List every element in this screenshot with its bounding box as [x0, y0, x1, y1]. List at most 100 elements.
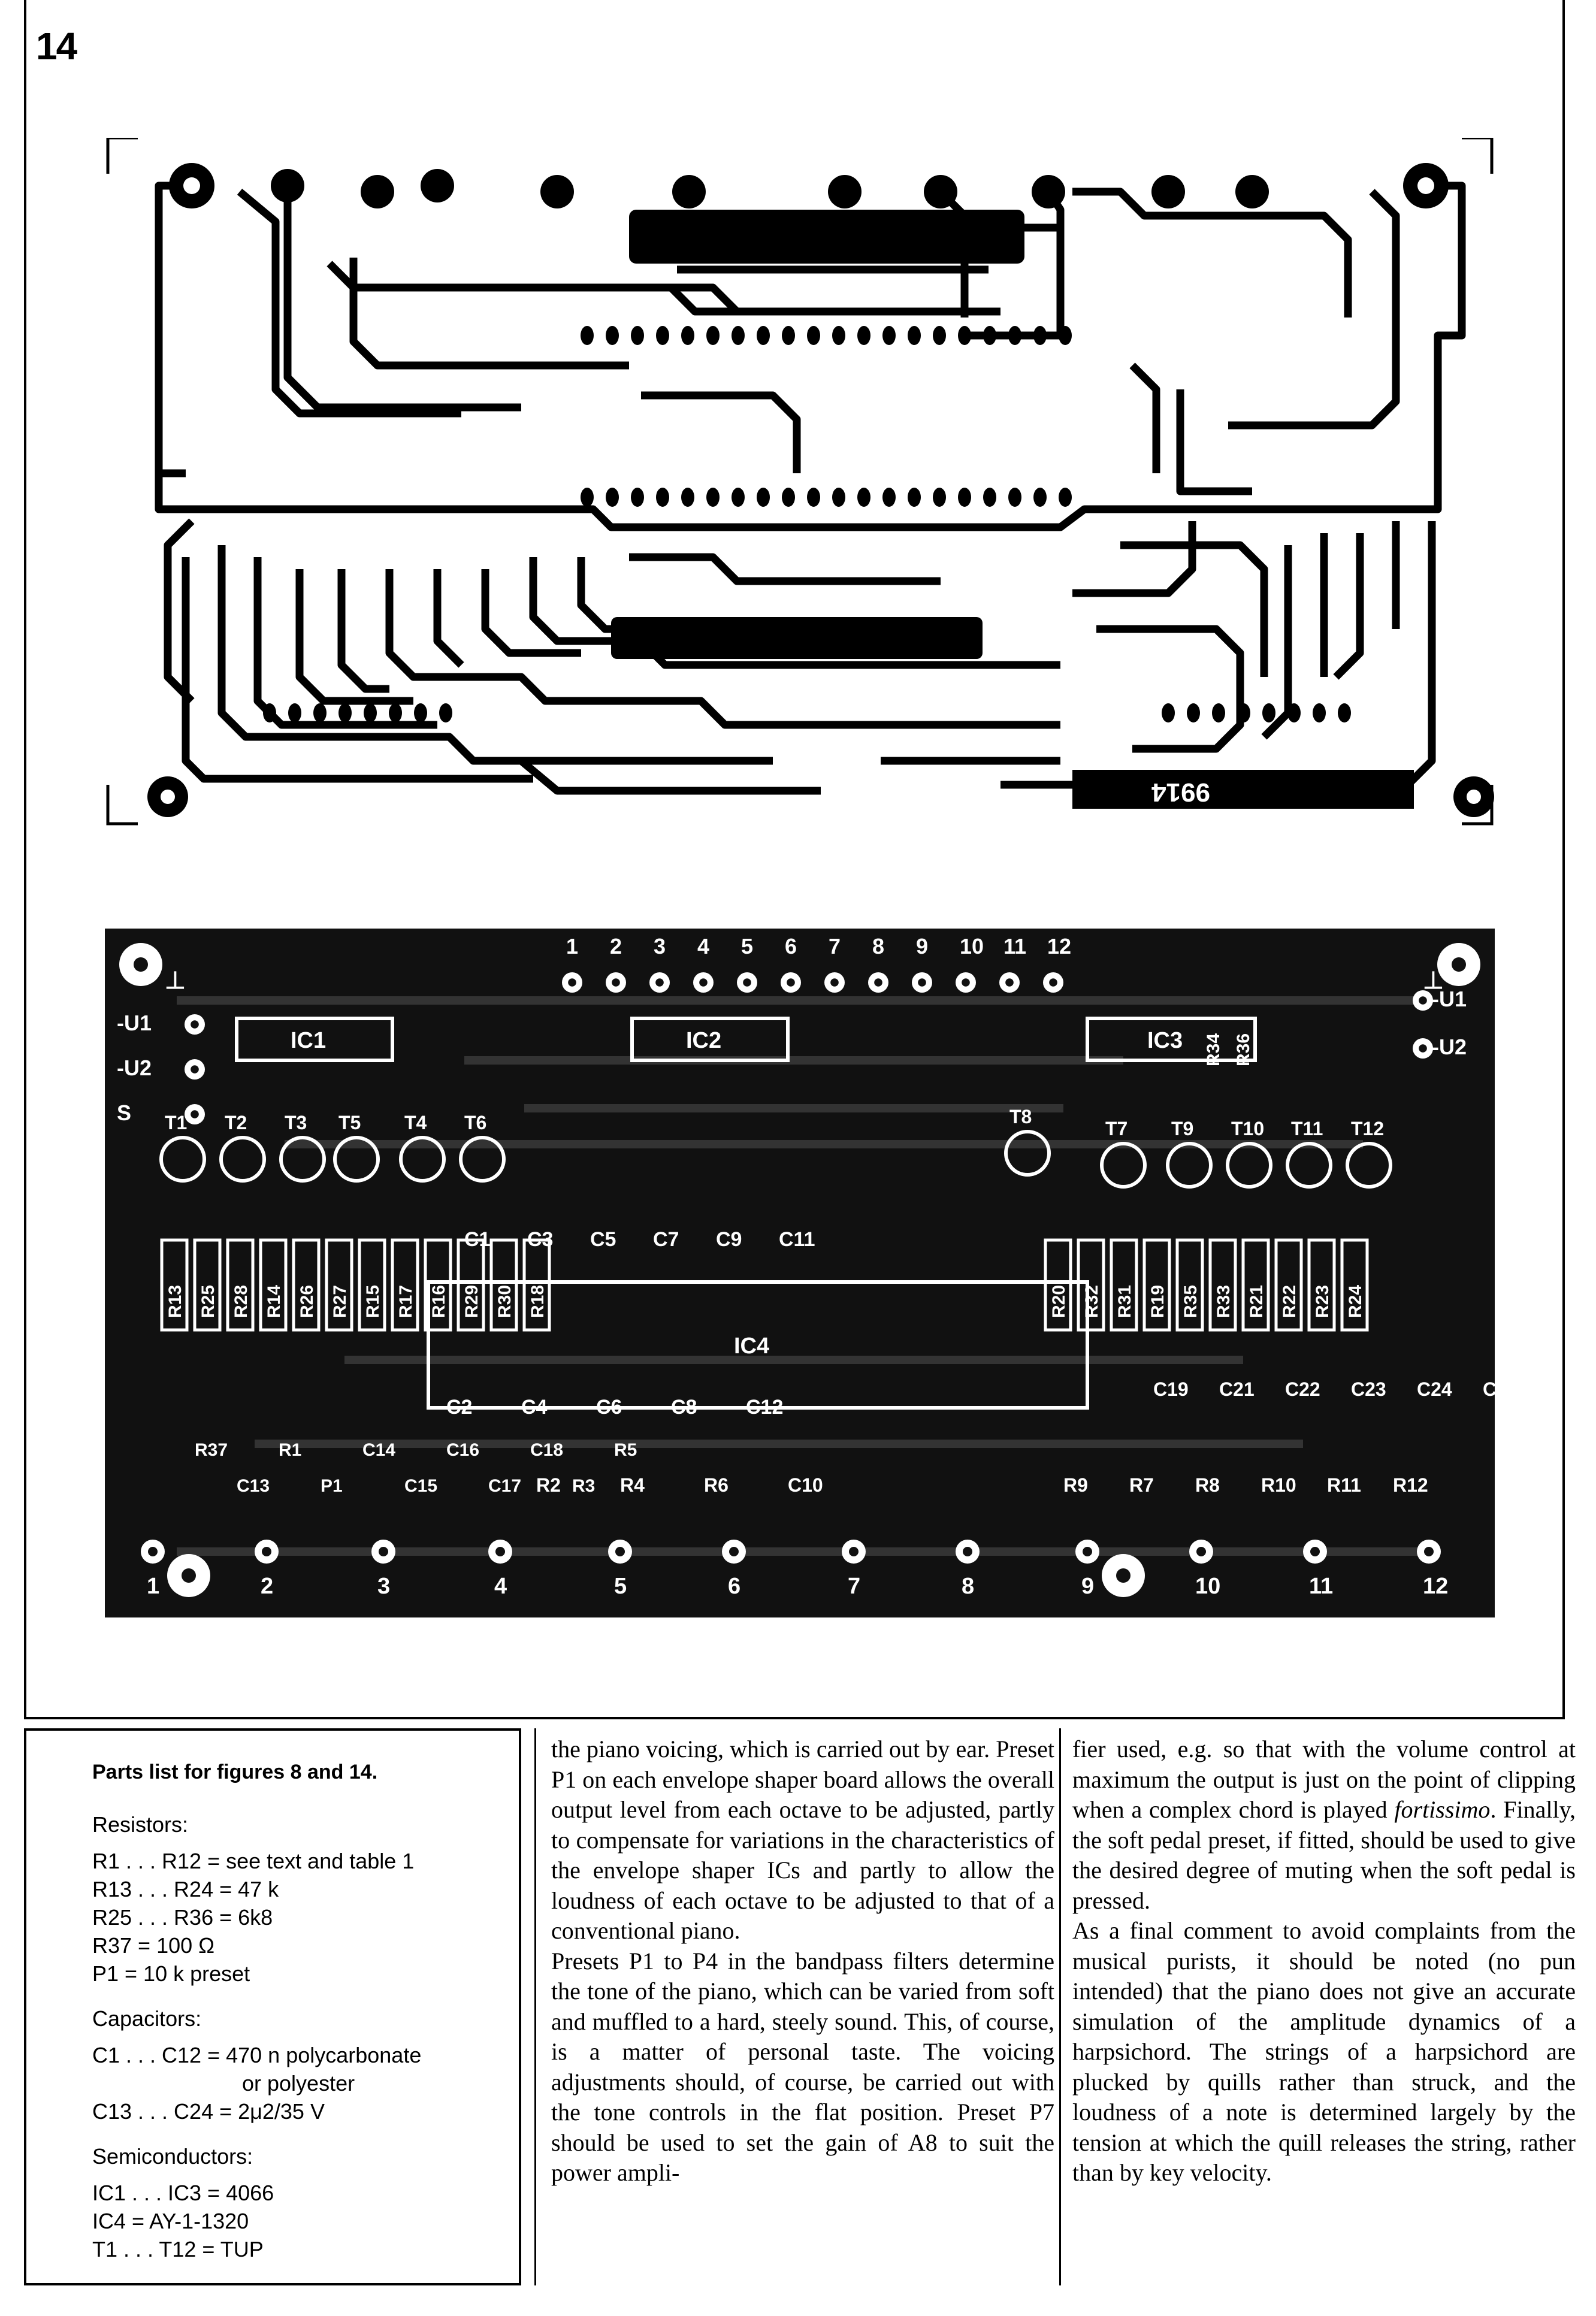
capacitor-label: C20	[1483, 1378, 1495, 1400]
resistor-outline	[1142, 1238, 1171, 1332]
pad-hole	[962, 978, 970, 987]
component-label: C17	[488, 1476, 521, 1496]
ic-label: IC1	[291, 1028, 326, 1053]
component-label: R2	[536, 1474, 561, 1496]
body-column-3: fier used, e.g. so that with the volume …	[1072, 1734, 1576, 2188]
pad-hole	[830, 978, 839, 987]
resistor-label: R23	[1313, 1285, 1332, 1318]
transistor-outline	[399, 1136, 446, 1183]
ic-label: IC2	[686, 1028, 721, 1053]
pad-hole	[655, 978, 664, 987]
pad-hole	[615, 1547, 625, 1556]
resistor-outline	[325, 1238, 353, 1332]
pad-hole	[1049, 978, 1057, 987]
resistor-outline	[193, 1238, 222, 1332]
transistor-label: T12	[1351, 1118, 1384, 1139]
pad-hole	[1196, 1547, 1206, 1556]
top-connector-label: 2	[610, 934, 622, 959]
resistor-label: R22	[1280, 1285, 1299, 1318]
component-label: C13	[237, 1476, 270, 1496]
resistor-label: R31	[1115, 1285, 1135, 1318]
capacitor-label: C21	[1219, 1378, 1255, 1400]
capacitor-list: C1 . . . C12 = 470 n polycarbonate or po…	[92, 2041, 519, 2125]
parts-list-title: Parts list for figures 8 and 14.	[92, 1761, 378, 1783]
pad-hole	[729, 1547, 739, 1556]
paragraph: As a final comment to avoid complaints f…	[1072, 1917, 1576, 2186]
figure-frame	[24, 0, 1565, 1719]
capacitor-item: or polyester	[242, 2071, 355, 2096]
capacitor-item: C13 . . . C24 = 2μ2/35 V	[92, 2099, 325, 2124]
resistor-label: R33	[1214, 1285, 1234, 1318]
pad-hole	[191, 1065, 199, 1074]
capacitor-item: C1 . . . C12 = 470 n polycarbonate	[92, 2043, 422, 2067]
ic-outline	[630, 1017, 790, 1062]
component-label: R6	[704, 1474, 729, 1496]
component-label: R7	[1129, 1474, 1154, 1496]
paragraph: Presets P1 to P4 in the bandpass filters…	[551, 1947, 1054, 2187]
resistor-item: P1 = 10 k preset	[92, 1961, 250, 1986]
top-connector-label: 5	[741, 934, 753, 959]
resistor-outline	[1274, 1238, 1303, 1332]
capacitor-label: C22	[1285, 1378, 1320, 1400]
transistor-outline	[1166, 1142, 1213, 1189]
component-label: R4	[620, 1474, 645, 1496]
component-label: R37	[195, 1440, 228, 1460]
resistor-outline	[1175, 1238, 1204, 1332]
pad-hole	[743, 978, 751, 987]
pad-hole	[699, 978, 708, 987]
column-divider	[1059, 1728, 1061, 2285]
transistor-outline	[459, 1136, 506, 1183]
capacitor-label: C4	[521, 1396, 548, 1419]
capacitor-label: C11	[779, 1228, 815, 1251]
ground-label: ⊥	[165, 967, 186, 994]
component-label: R1	[279, 1440, 301, 1460]
top-connector-label: 1	[566, 934, 578, 959]
resistor-item: R1 . . . R12 = see text and table 1	[92, 1849, 415, 1873]
bottom-connector-label: 10	[1195, 1574, 1220, 1599]
ic-label: IC3	[1147, 1028, 1183, 1053]
parts-list-box: Parts list for figures 8 and 14. Resisto…	[24, 1728, 521, 2285]
transistor-outline	[333, 1136, 380, 1183]
component-label: R9	[1063, 1474, 1088, 1496]
top-connector-label: 9	[916, 934, 928, 959]
supply-label-left: -U1	[117, 1011, 152, 1035]
resistor-label: R34	[1204, 1033, 1223, 1066]
semiconductors-heading: Semiconductors:	[92, 2144, 253, 2169]
top-connector-label: 12	[1047, 934, 1071, 959]
component-label: P1	[321, 1476, 343, 1496]
transistor-label: T4	[404, 1112, 427, 1133]
pad-hole	[568, 978, 576, 987]
bottom-connector-label: 9	[1081, 1574, 1094, 1599]
ic-outline	[1086, 1017, 1257, 1062]
component-label: R3	[572, 1476, 595, 1496]
pad-hole	[612, 978, 620, 987]
bottom-connector-label: 1	[147, 1574, 159, 1599]
component-label: R10	[1261, 1474, 1296, 1496]
bottom-connector-label: 7	[848, 1574, 860, 1599]
mounting-hole-center	[134, 957, 148, 972]
component-label: C14	[362, 1440, 395, 1460]
ic-outline	[235, 1017, 394, 1062]
top-connector-label: 6	[785, 934, 797, 959]
semiconductor-item: IC1 . . . IC3 = 4066	[92, 2181, 274, 2205]
pad-hole	[849, 1547, 859, 1556]
pad-hole	[262, 1547, 271, 1556]
transistor-label: T6	[464, 1112, 486, 1133]
pad-hole	[495, 1547, 505, 1556]
transistor-outline	[1004, 1130, 1051, 1177]
transistor-label: T2	[225, 1112, 247, 1133]
transistor-label: T8	[1009, 1106, 1032, 1127]
resistor-outline	[522, 1238, 551, 1332]
top-connector-label: 7	[829, 934, 841, 959]
resistor-label: R28	[231, 1285, 251, 1318]
component-label: R11	[1327, 1474, 1361, 1496]
supply-label-left: -U2	[117, 1056, 152, 1080]
pad-hole	[1419, 996, 1427, 1005]
pad-hole	[787, 978, 795, 987]
component-label: C18	[530, 1440, 563, 1460]
resistor-label: R32	[1082, 1285, 1102, 1318]
column-divider	[534, 1728, 536, 2285]
pad-hole	[963, 1547, 972, 1556]
ground-label: ⊥	[1423, 967, 1444, 994]
